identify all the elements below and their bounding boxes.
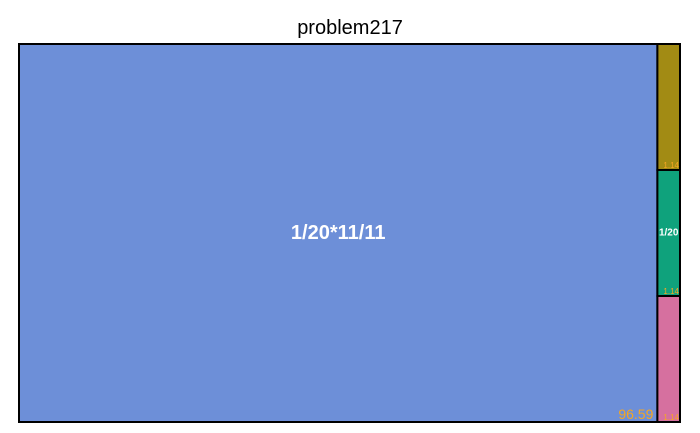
treemap-tile-value: 96.59 [618,406,653,422]
chart-title: problem217 [297,17,403,39]
treemap-tile-rect [656,43,681,171]
treemap-tile-value: 1.14 [663,161,679,170]
treemap-tile: 1.14 [656,43,681,171]
treemap-tile-label: 1/20*11/11 [291,222,386,244]
treemap-tile-value: 1.14 [663,287,679,296]
treemap-tile: 1/20*11/11 96.59 [18,43,659,423]
treemap-tile-rect [656,295,681,423]
treemap-tile: 1/20 1.14 [656,169,681,297]
treemap-tile-value: 1.14 [663,413,679,422]
treemap-tile-label: 1/20 [659,228,679,239]
treemap-tile: 1.14 [656,295,681,423]
